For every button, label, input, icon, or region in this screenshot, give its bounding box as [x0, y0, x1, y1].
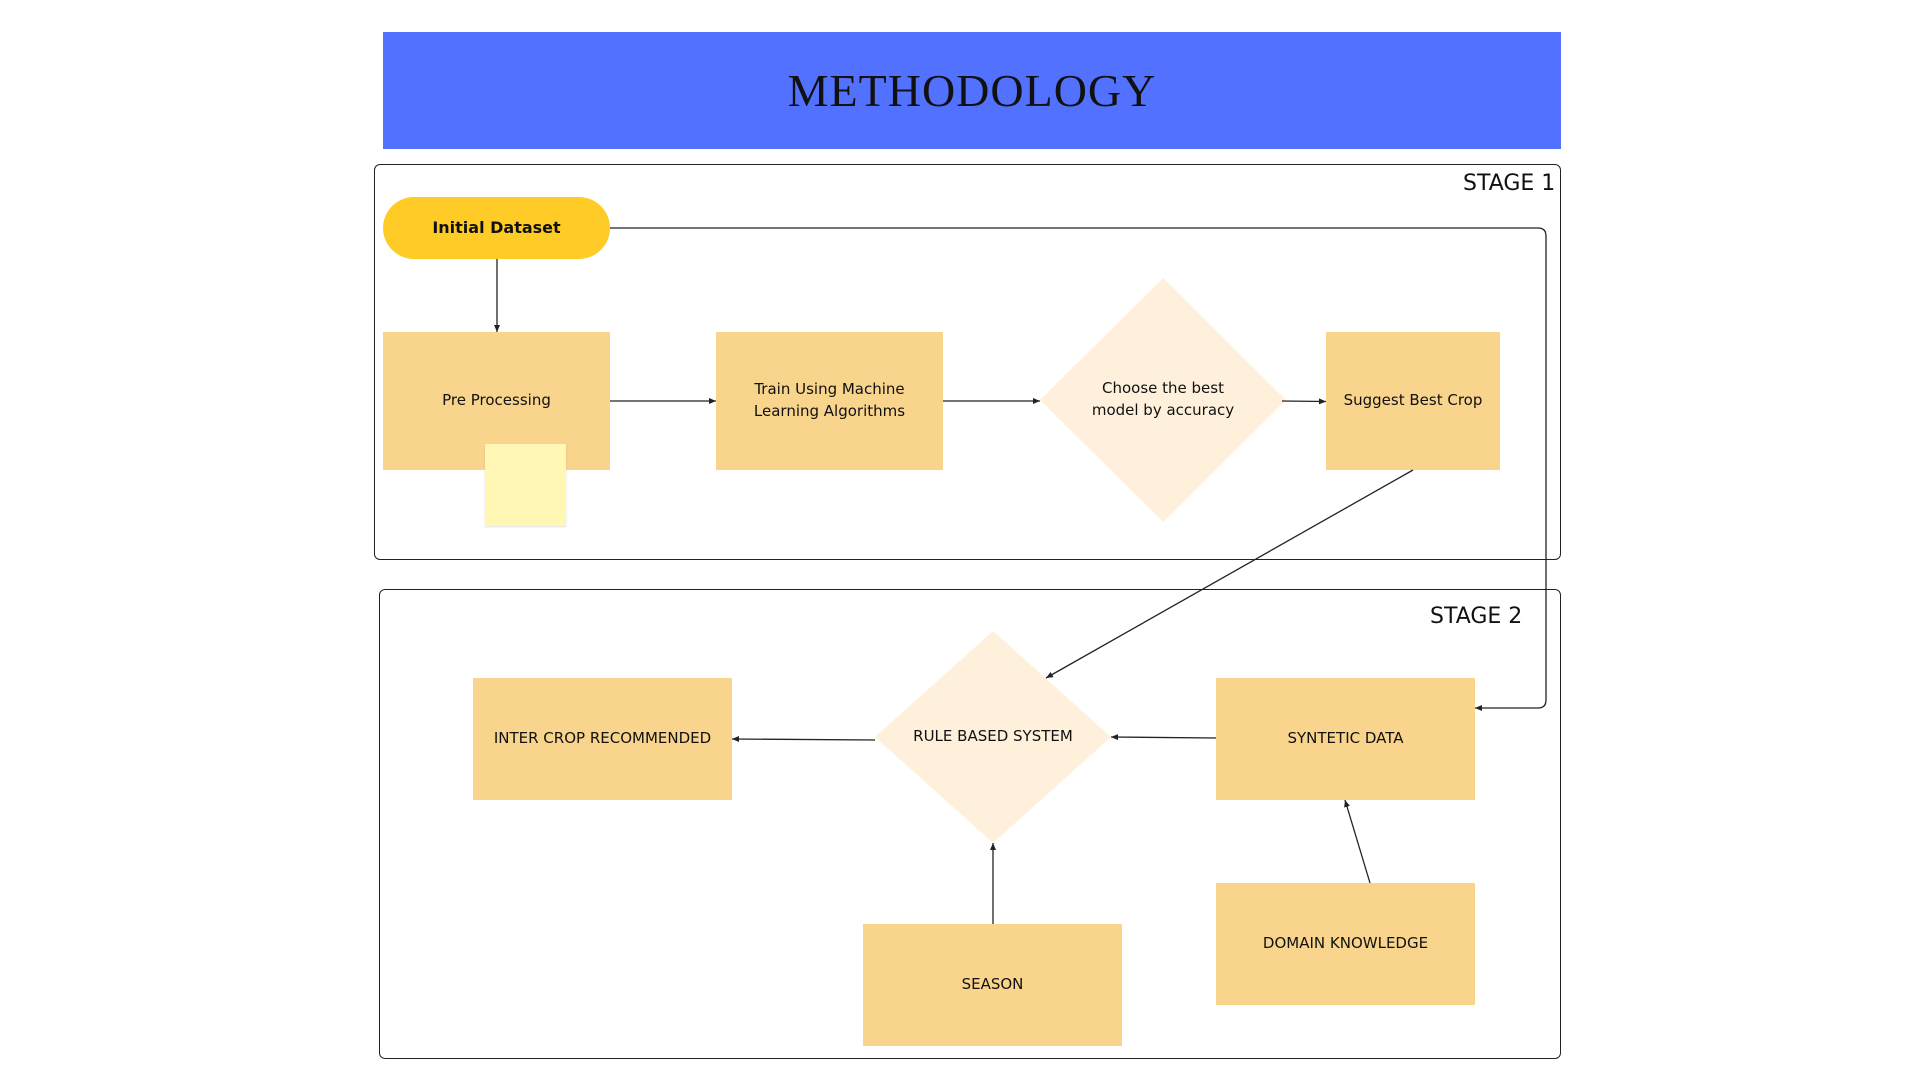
stage2-container [379, 589, 1561, 1059]
choose-model-diamond-shape [1040, 278, 1286, 522]
rule-based-system-decision[interactable]: RULE BASED SYSTEM [875, 631, 1111, 843]
arrow-rule-to-intercrop [731, 736, 876, 743]
rule-based-label: RULE BASED SYSTEM [913, 727, 1073, 746]
arrow-domain-to-synthetic [1344, 799, 1371, 884]
arrow-synthetic-to-rule [1110, 734, 1217, 741]
inter-crop-recommended-node[interactable]: INTER CROP RECOMMENDED [473, 678, 732, 800]
sticky-note[interactable] [485, 444, 566, 526]
choose-model-label: Choose the best model by accuracy [1091, 379, 1235, 419]
page-title: METHODOLOGY [787, 65, 1157, 116]
arrow-suggest-to-rule [1045, 469, 1414, 679]
choose-model-decision[interactable]: Choose the best model by accuracy [1040, 278, 1286, 522]
arrow-choose-to-suggest [1281, 398, 1327, 405]
domain-knowledge-node[interactable]: DOMAIN KNOWLEDGE [1216, 883, 1475, 1005]
rule-based-diamond-shape [875, 631, 1111, 843]
stage1-label: STAGE 1 [1463, 171, 1556, 196]
train-ml-node[interactable]: Train Using Machine Learning Algorithms [716, 332, 943, 470]
initial-dataset-node[interactable]: Initial Dataset [383, 197, 610, 259]
suggest-best-crop-node[interactable]: Suggest Best Crop [1326, 332, 1500, 470]
synthetic-data-node[interactable]: SYNTETIC DATA [1216, 678, 1475, 800]
stage2-label: STAGE 2 [1430, 604, 1523, 629]
stage1-container [374, 164, 1561, 560]
arrow-initial-to-synthetic [610, 227, 1547, 711]
title-banner: METHODOLOGY [383, 32, 1561, 149]
season-node[interactable]: SEASON [863, 924, 1122, 1046]
